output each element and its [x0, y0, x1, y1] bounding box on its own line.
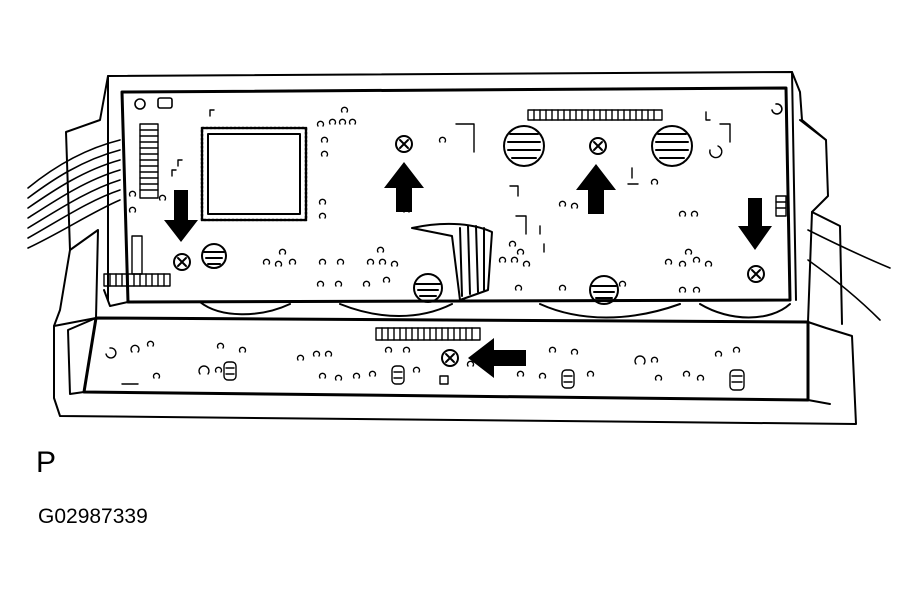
bottom-left-pin-header [103, 235, 171, 287]
arrow-up-center-right-screw [576, 164, 616, 214]
lower-pin-header [375, 327, 481, 341]
top-pin-header [527, 109, 663, 121]
capacitor-center [413, 273, 443, 303]
lower-board-components [105, 340, 745, 391]
arrow-up-center-left-screw [384, 162, 424, 212]
housing-frame [53, 71, 857, 425]
screw-lower-board [441, 349, 459, 367]
screw-lower-right [747, 265, 765, 283]
left-pin-header [139, 123, 159, 199]
rotary-encoder-right [651, 125, 693, 167]
arrow-down-right-screw [738, 198, 772, 250]
capacitor-left [201, 243, 227, 269]
rotary-encoder-left [503, 125, 545, 167]
screw-lower-left [173, 253, 191, 271]
flex-ribbon-cable [411, 222, 493, 301]
wire-right [807, 229, 891, 321]
wire-harness [27, 139, 121, 249]
view-letter-label: P [36, 446, 57, 479]
control-panel-diagram [27, 71, 891, 425]
arrow-left-lower-screw [468, 338, 526, 378]
microcontroller-chip [200, 126, 308, 222]
board-components [128, 106, 731, 293]
figure-code-label: G02987339 [38, 505, 148, 528]
screw-upper-center-right [589, 137, 607, 155]
upper-circuit-board [103, 86, 792, 319]
board-corner-marks [134, 97, 783, 115]
arrow-down-left-screw [164, 190, 198, 242]
lower-switch-board [67, 316, 831, 405]
right-small-connector [775, 195, 787, 217]
screw-upper-center-left [395, 135, 413, 153]
capacitor-right [589, 275, 619, 305]
